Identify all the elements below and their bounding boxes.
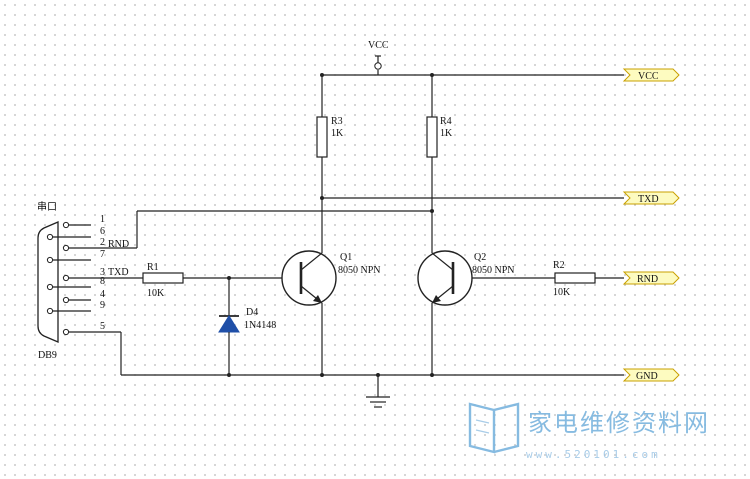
- r4-value: 1K: [440, 128, 453, 139]
- db9-pin-5: [62, 328, 91, 336]
- r1-ref: R1: [147, 262, 159, 273]
- port-rnd: RND: [622, 271, 680, 285]
- port-vcc-label: VCC: [638, 71, 659, 82]
- pin-number-9: 9: [100, 300, 105, 311]
- txd-net: [320, 196, 624, 200]
- db9-pin-9: [46, 307, 91, 315]
- port-gnd-label: GND: [636, 371, 658, 382]
- resistor-r1: R1 10K: [91, 262, 282, 299]
- pin-number-6: 6: [100, 226, 105, 237]
- db9-pin-7: [46, 256, 91, 264]
- transistor-q1: Q1 8050 NPN: [281, 250, 381, 306]
- port-txd: TXD: [622, 191, 680, 205]
- watermark: 家电维修资料网 www.520101.com: [468, 402, 710, 461]
- port-gnd: GND: [622, 368, 680, 382]
- pin-number-3: 3: [100, 267, 105, 278]
- resistor-r4: R4 1K: [426, 75, 453, 253]
- r3-value: 1K: [331, 128, 344, 139]
- q1-ref: Q1: [340, 252, 352, 263]
- connector-name: DB9: [38, 350, 57, 361]
- connector-title: 串口: [37, 201, 57, 213]
- gnd-net: [91, 331, 624, 377]
- r1-value: 10K: [147, 288, 165, 299]
- pin-number-1: 1: [100, 214, 105, 225]
- port-rnd-label: RND: [637, 274, 658, 285]
- db9-pin-8: [46, 283, 91, 291]
- db9-pin-1: [62, 221, 91, 229]
- vcc-net: VCC: [320, 40, 624, 77]
- port-vcc: VCC: [622, 68, 680, 82]
- db9-pin-4: [62, 296, 91, 304]
- rnd-return-net: [91, 209, 434, 249]
- r3-ref: R3: [331, 116, 343, 127]
- q1-value: 8050 NPN: [338, 265, 381, 276]
- transistor-q2: Q2 8050 NPN: [417, 250, 515, 306]
- db9-pin-3: [62, 274, 91, 282]
- db9-pin-2: [62, 244, 91, 252]
- d4-value: 1N4148: [244, 320, 276, 331]
- resistor-r2: R2 10K: [553, 260, 624, 298]
- q2-value: 8050 NPN: [472, 265, 515, 276]
- pin3-signal-label: TXD: [108, 267, 129, 278]
- diode-d4: D4 1N4148: [218, 278, 276, 375]
- pin2-signal-label: RND: [108, 239, 129, 250]
- pin-number-8: 8: [100, 276, 105, 287]
- r2-ref: R2: [553, 260, 565, 271]
- pin-number-4: 4: [100, 289, 105, 300]
- port-txd-label: TXD: [638, 194, 659, 205]
- r4-ref: R4: [440, 116, 452, 127]
- pin-number-5: 5: [100, 321, 105, 332]
- db9-connector: 串口 1 6 2 7 3 8 4 9 5 RND TXD DB9: [37, 201, 129, 361]
- db9-pin-6: [46, 233, 91, 241]
- watermark-url: www.520101.com: [526, 448, 661, 461]
- watermark-text: 家电维修资料网: [528, 409, 710, 437]
- r2-value: 10K: [553, 287, 571, 298]
- ground-symbol: [366, 375, 390, 408]
- d4-ref: D4: [246, 307, 258, 318]
- vcc-symbol-label: VCC: [368, 40, 389, 51]
- book-icon: [468, 402, 520, 454]
- pin-number-2: 2: [100, 237, 105, 248]
- resistor-r3: R3 1K: [316, 75, 344, 253]
- pin-number-7: 7: [100, 249, 105, 260]
- q2-ref: Q2: [474, 252, 486, 263]
